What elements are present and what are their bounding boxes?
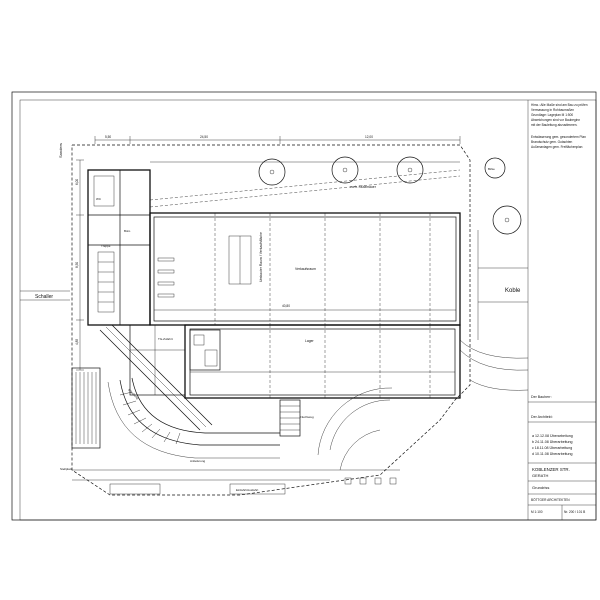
tree-icon xyxy=(492,205,522,235)
revision-list: a 12.12.08 Überarbeitung b 24.11.08 Über… xyxy=(532,434,573,456)
turning-circle xyxy=(317,387,400,485)
sales-area-label: Verkaufsraum xyxy=(295,267,316,271)
storage-block: Lager xyxy=(184,324,461,399)
dimension-left: 6,00 8,50 4,85 xyxy=(75,159,84,371)
right-curbs xyxy=(459,230,529,391)
retaining-wall-label: vorh. Stützmauer xyxy=(350,185,377,189)
tree-icon xyxy=(342,167,348,173)
trees: Birke xyxy=(258,156,522,235)
tree-icon xyxy=(269,169,275,175)
office-name: BÖTTGER ARCHITEKTEN xyxy=(531,498,570,502)
street-left-label: Schaller xyxy=(35,294,53,300)
tree-icon xyxy=(504,217,510,223)
stair-label: Treppe xyxy=(101,244,111,248)
sheet-border xyxy=(11,91,597,521)
street-right-label: Koble xyxy=(505,288,521,294)
ramp-label: Böschung xyxy=(127,388,139,400)
tree-icon xyxy=(258,158,286,186)
entrance-label: Einfahrt/Ausfahrt xyxy=(236,488,259,492)
dim-label: 6,00 xyxy=(75,179,79,185)
tree-label: Birke xyxy=(488,167,495,171)
main-building: Verkaufsraum Umbauter Raum / Verkaufsflä… xyxy=(149,169,461,326)
note-line: Außenanlagen gem. Freiflächenplan xyxy=(531,145,583,149)
tree-icon xyxy=(331,156,359,184)
note-line: Brandschutz gem. Gutachten xyxy=(531,140,573,144)
dim-label: 24,50 xyxy=(200,135,208,139)
client-label: Der Bauherr: xyxy=(531,395,552,399)
bottom-area: Einfahrt/Ausfahrt Anlieferung Fluchtweg xyxy=(72,399,330,495)
dim-label: 4,85 xyxy=(75,339,79,345)
property-boundary xyxy=(71,144,471,496)
storage-label: Lager xyxy=(305,339,315,343)
office-label: Büro xyxy=(124,229,131,233)
parking-block: Stellplatz xyxy=(60,367,101,471)
note-line: Hinw.: Alle Maße sind am Bau zu prüfen xyxy=(531,103,588,107)
project-city: GERATH xyxy=(532,473,548,478)
parking-label: Stellplatz xyxy=(60,467,73,471)
project-name: KOBLENZER STR. xyxy=(532,467,570,472)
note-line: Grundlage: Lageplan M 1:500 xyxy=(531,113,573,117)
tree-icon xyxy=(484,157,506,179)
dim-label: 40,80 xyxy=(282,304,290,308)
dim-label: 8,50 xyxy=(75,262,79,268)
plan-name: Grundriss xyxy=(532,485,549,490)
curved-ramp: Böschung xyxy=(99,324,280,459)
note-line: Entwässerung gem. gesondertem Plan xyxy=(531,135,586,139)
dim-label: 5,50 xyxy=(105,135,111,139)
note-line: Abweichungen sind vor Baubeginn xyxy=(531,118,580,122)
sheet-inner-border xyxy=(19,99,597,521)
title-block: KOBLENZER STR. GERATH Grundriss BÖTTGER … xyxy=(528,462,596,520)
dim-label: 12,00 xyxy=(365,135,373,139)
tree-icon xyxy=(407,167,413,173)
loading-label: Anlieferung xyxy=(190,459,206,463)
plan-scale: M 1:100 xyxy=(531,510,543,514)
tree-icon xyxy=(396,156,424,184)
wc-label: WC xyxy=(96,197,102,201)
architect-label: Der Architekt: xyxy=(531,415,553,419)
revision-row: b 24.11.08 Überarbeitung xyxy=(532,440,573,444)
revision-row: d 10.11.08 Überarbeitung xyxy=(532,452,573,456)
tech-label: TG-Zufahrt xyxy=(158,337,173,341)
note-line: mit der Bauleitung abzustimmen. xyxy=(531,123,578,127)
ancillary-rooms: WC Büro Treppe TG-Zufahrt xyxy=(87,169,221,396)
street-top-label: Sanders xyxy=(58,143,63,158)
plan-number: Nr. 200 / 101 B xyxy=(564,510,585,514)
escape-route-label: Fluchtweg xyxy=(300,415,314,419)
dimension-top: 5,50 24,50 12,00 xyxy=(94,135,461,144)
notes-block: Hinw.: Alle Maße sind am Bau zu prüfen V… xyxy=(531,103,588,149)
revision-row: a 12.12.08 Überarbeitung xyxy=(532,434,573,438)
center-note: Umbauter Raum / Verkaufsfläche xyxy=(259,232,263,282)
revision-row: c 18.11.08 Überarbeitung xyxy=(532,446,572,450)
note-line: Vermassung in Rohbaumaßen xyxy=(531,108,574,112)
